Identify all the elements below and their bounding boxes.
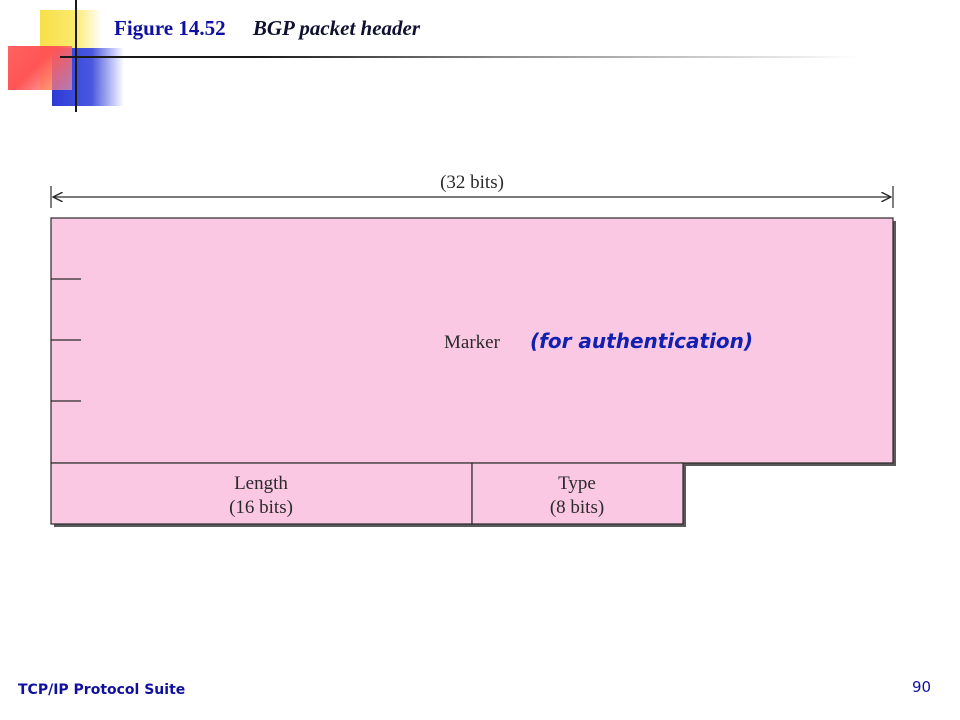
slide-title: Figure 14.52 BGP packet header [114, 16, 420, 41]
length-bits-label: (16 bits) [229, 497, 293, 518]
decorative-horizontal-line [60, 56, 860, 58]
type-bits-label: (8 bits) [550, 497, 604, 518]
figure-caption: BGP packet header [252, 16, 421, 40]
marker-field [50, 217, 894, 464]
length-field [50, 462, 473, 525]
length-label: Length [234, 473, 288, 494]
figure-number: Figure 14.52 [114, 16, 226, 40]
type-field [471, 462, 684, 525]
type-label: Type [558, 473, 596, 494]
marker-label: Marker [444, 332, 501, 353]
page-number: 90 [912, 678, 932, 696]
width-label: (32 bits) [440, 172, 504, 193]
decorative-red-block [8, 46, 72, 90]
marker-note: (for authentication) [530, 329, 753, 353]
footer-course-title: TCP/IP Protocol Suite [18, 682, 186, 698]
